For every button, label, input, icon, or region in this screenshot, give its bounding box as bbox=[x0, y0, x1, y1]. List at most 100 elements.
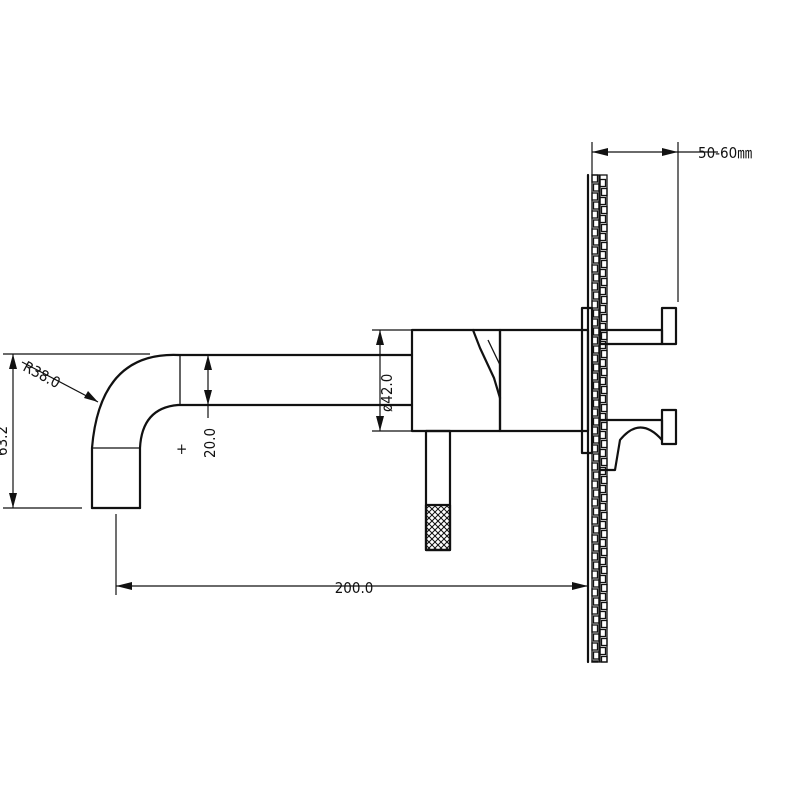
wall-brick bbox=[591, 660, 599, 663]
valve-lower-cap bbox=[660, 408, 678, 446]
dimension-spout-drop: 63.2 bbox=[0, 353, 150, 509]
wall-brick bbox=[599, 628, 607, 638]
arrowhead bbox=[84, 391, 98, 402]
lever-handle bbox=[424, 429, 452, 587]
wall-brick bbox=[600, 601, 608, 611]
center-mark: + bbox=[176, 440, 187, 458]
knurl-line bbox=[426, 526, 450, 550]
body-rear-block bbox=[498, 328, 590, 433]
dimension-label-body-diameter: ø42.0 bbox=[378, 374, 396, 412]
wall-brick bbox=[600, 475, 608, 485]
valve-lower-body bbox=[598, 418, 664, 472]
wall-brick bbox=[592, 327, 600, 336]
wall-brick bbox=[591, 552, 599, 561]
arrowhead bbox=[662, 148, 678, 156]
wall-brick bbox=[591, 210, 599, 219]
wall-brick bbox=[592, 489, 600, 498]
knurl-line bbox=[426, 467, 450, 491]
wall-brick bbox=[599, 178, 607, 188]
wall-brick bbox=[600, 187, 608, 197]
body-chamfer-detail bbox=[487, 339, 501, 366]
wall-brick bbox=[599, 592, 607, 602]
mixer-body bbox=[410, 328, 590, 433]
valve-upper-flange bbox=[598, 328, 664, 346]
dimension-label-spout-drop: 63.2 bbox=[0, 426, 11, 456]
wall-brick bbox=[591, 192, 599, 201]
wall-brick bbox=[599, 646, 607, 656]
knurl-line bbox=[426, 461, 450, 485]
wall-brick bbox=[591, 570, 599, 579]
dimension-label-wall-thickness: 50-60㎜ bbox=[698, 144, 752, 162]
wall-brick bbox=[599, 214, 607, 224]
knurl-line bbox=[439, 505, 450, 516]
wall-brick bbox=[592, 453, 600, 462]
lever-stem bbox=[424, 429, 452, 552]
knurl-line bbox=[426, 563, 450, 587]
wall-brick bbox=[599, 538, 607, 548]
leader-line bbox=[21, 361, 99, 403]
wall-brick bbox=[600, 385, 608, 395]
arrowhead bbox=[9, 493, 17, 508]
wall-brick bbox=[599, 196, 607, 206]
body-front-block bbox=[410, 328, 502, 433]
wall bbox=[586, 173, 608, 664]
arrowhead bbox=[116, 582, 132, 590]
wall-brick bbox=[599, 250, 607, 260]
wall-brick bbox=[591, 282, 599, 291]
wall-brick bbox=[599, 394, 607, 404]
wall-brick bbox=[592, 471, 600, 480]
wall-brick bbox=[592, 363, 600, 372]
wall-brick bbox=[599, 502, 607, 512]
wall-brick bbox=[599, 268, 607, 278]
wall-brick bbox=[600, 295, 608, 305]
arrowhead bbox=[376, 330, 384, 345]
knurl-line bbox=[426, 505, 443, 522]
wall-brick bbox=[600, 403, 608, 413]
wall-brick bbox=[600, 619, 608, 629]
dimension-body-diameter: ø42.0 bbox=[372, 329, 412, 432]
knurl-line bbox=[426, 449, 450, 473]
knurl-line bbox=[426, 520, 450, 546]
dimension-label-bend-radius: R38.0 bbox=[20, 358, 63, 392]
wall-brick bbox=[592, 507, 600, 516]
knurl-line bbox=[426, 443, 450, 467]
wall-brick bbox=[600, 205, 608, 215]
wall-brick bbox=[591, 642, 599, 651]
wall-brick bbox=[591, 534, 599, 543]
wall-brick bbox=[599, 232, 607, 242]
knurl-line bbox=[426, 505, 437, 516]
spout bbox=[90, 353, 414, 510]
dimension-bend-radius: R38.0 bbox=[20, 358, 99, 403]
knurl-line bbox=[426, 473, 450, 497]
wall-brick bbox=[591, 588, 599, 597]
knurl-line bbox=[426, 437, 450, 461]
wall-brick bbox=[592, 651, 600, 660]
wall-brick bbox=[591, 480, 599, 489]
wall-brick bbox=[600, 313, 608, 323]
knurl-line bbox=[426, 538, 438, 550]
wall-brick bbox=[600, 547, 608, 557]
wall-brick bbox=[592, 561, 600, 570]
wall-brick bbox=[599, 520, 607, 530]
wall-brick bbox=[592, 417, 600, 426]
dimension-pipe-diameter: 20.0 + bbox=[176, 355, 219, 458]
wall-brick bbox=[592, 219, 600, 228]
wall-brick bbox=[599, 376, 607, 386]
knurl-line bbox=[426, 473, 450, 497]
arrowhead bbox=[592, 148, 608, 156]
wall-brick bbox=[600, 457, 608, 467]
knurl-line bbox=[432, 532, 450, 550]
arrowhead bbox=[572, 582, 588, 590]
spout-bend-inner bbox=[138, 403, 180, 510]
wall-brick bbox=[591, 462, 599, 471]
wall-brick bbox=[592, 597, 600, 606]
wall-brick bbox=[592, 273, 600, 282]
wall-brick bbox=[592, 183, 600, 192]
wall-brick-column-right bbox=[599, 174, 608, 663]
body-chamfer-line bbox=[471, 328, 502, 400]
wall-brick bbox=[600, 259, 608, 269]
wall-brick bbox=[600, 331, 608, 341]
wall-brick bbox=[599, 610, 607, 620]
knurl-line bbox=[426, 455, 450, 479]
